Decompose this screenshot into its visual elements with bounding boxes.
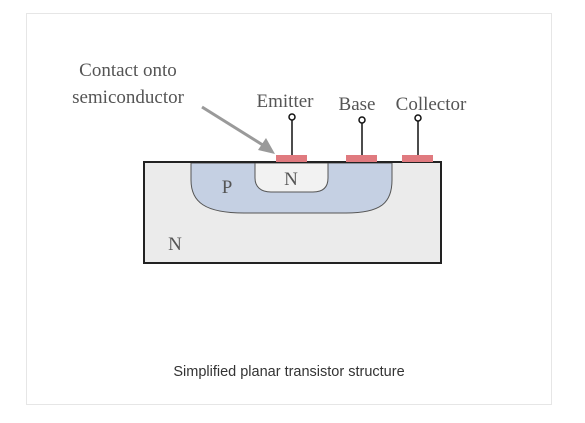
n-emitter-region: [254, 162, 329, 193]
base-label: Base: [339, 94, 376, 115]
annotation-label-line2: semiconductor: [72, 87, 185, 108]
emitter-region-label: N: [284, 169, 298, 190]
annotation-label-line1: Contact onto: [79, 60, 177, 81]
base-region-label: P: [222, 177, 233, 198]
base-terminal: [358, 116, 366, 155]
collector-contact: [402, 155, 433, 162]
collector-label: Collector: [396, 94, 467, 115]
base-contact: [346, 155, 377, 162]
annotation-arrow: [201, 105, 275, 154]
figure-caption: Simplified planar transistor structure: [173, 364, 405, 380]
collector-terminal: [414, 114, 422, 155]
substrate-label: N: [168, 234, 182, 255]
emitter-label: Emitter: [257, 91, 315, 112]
emitter-contact: [276, 155, 307, 162]
emitter-terminal: [288, 113, 296, 155]
